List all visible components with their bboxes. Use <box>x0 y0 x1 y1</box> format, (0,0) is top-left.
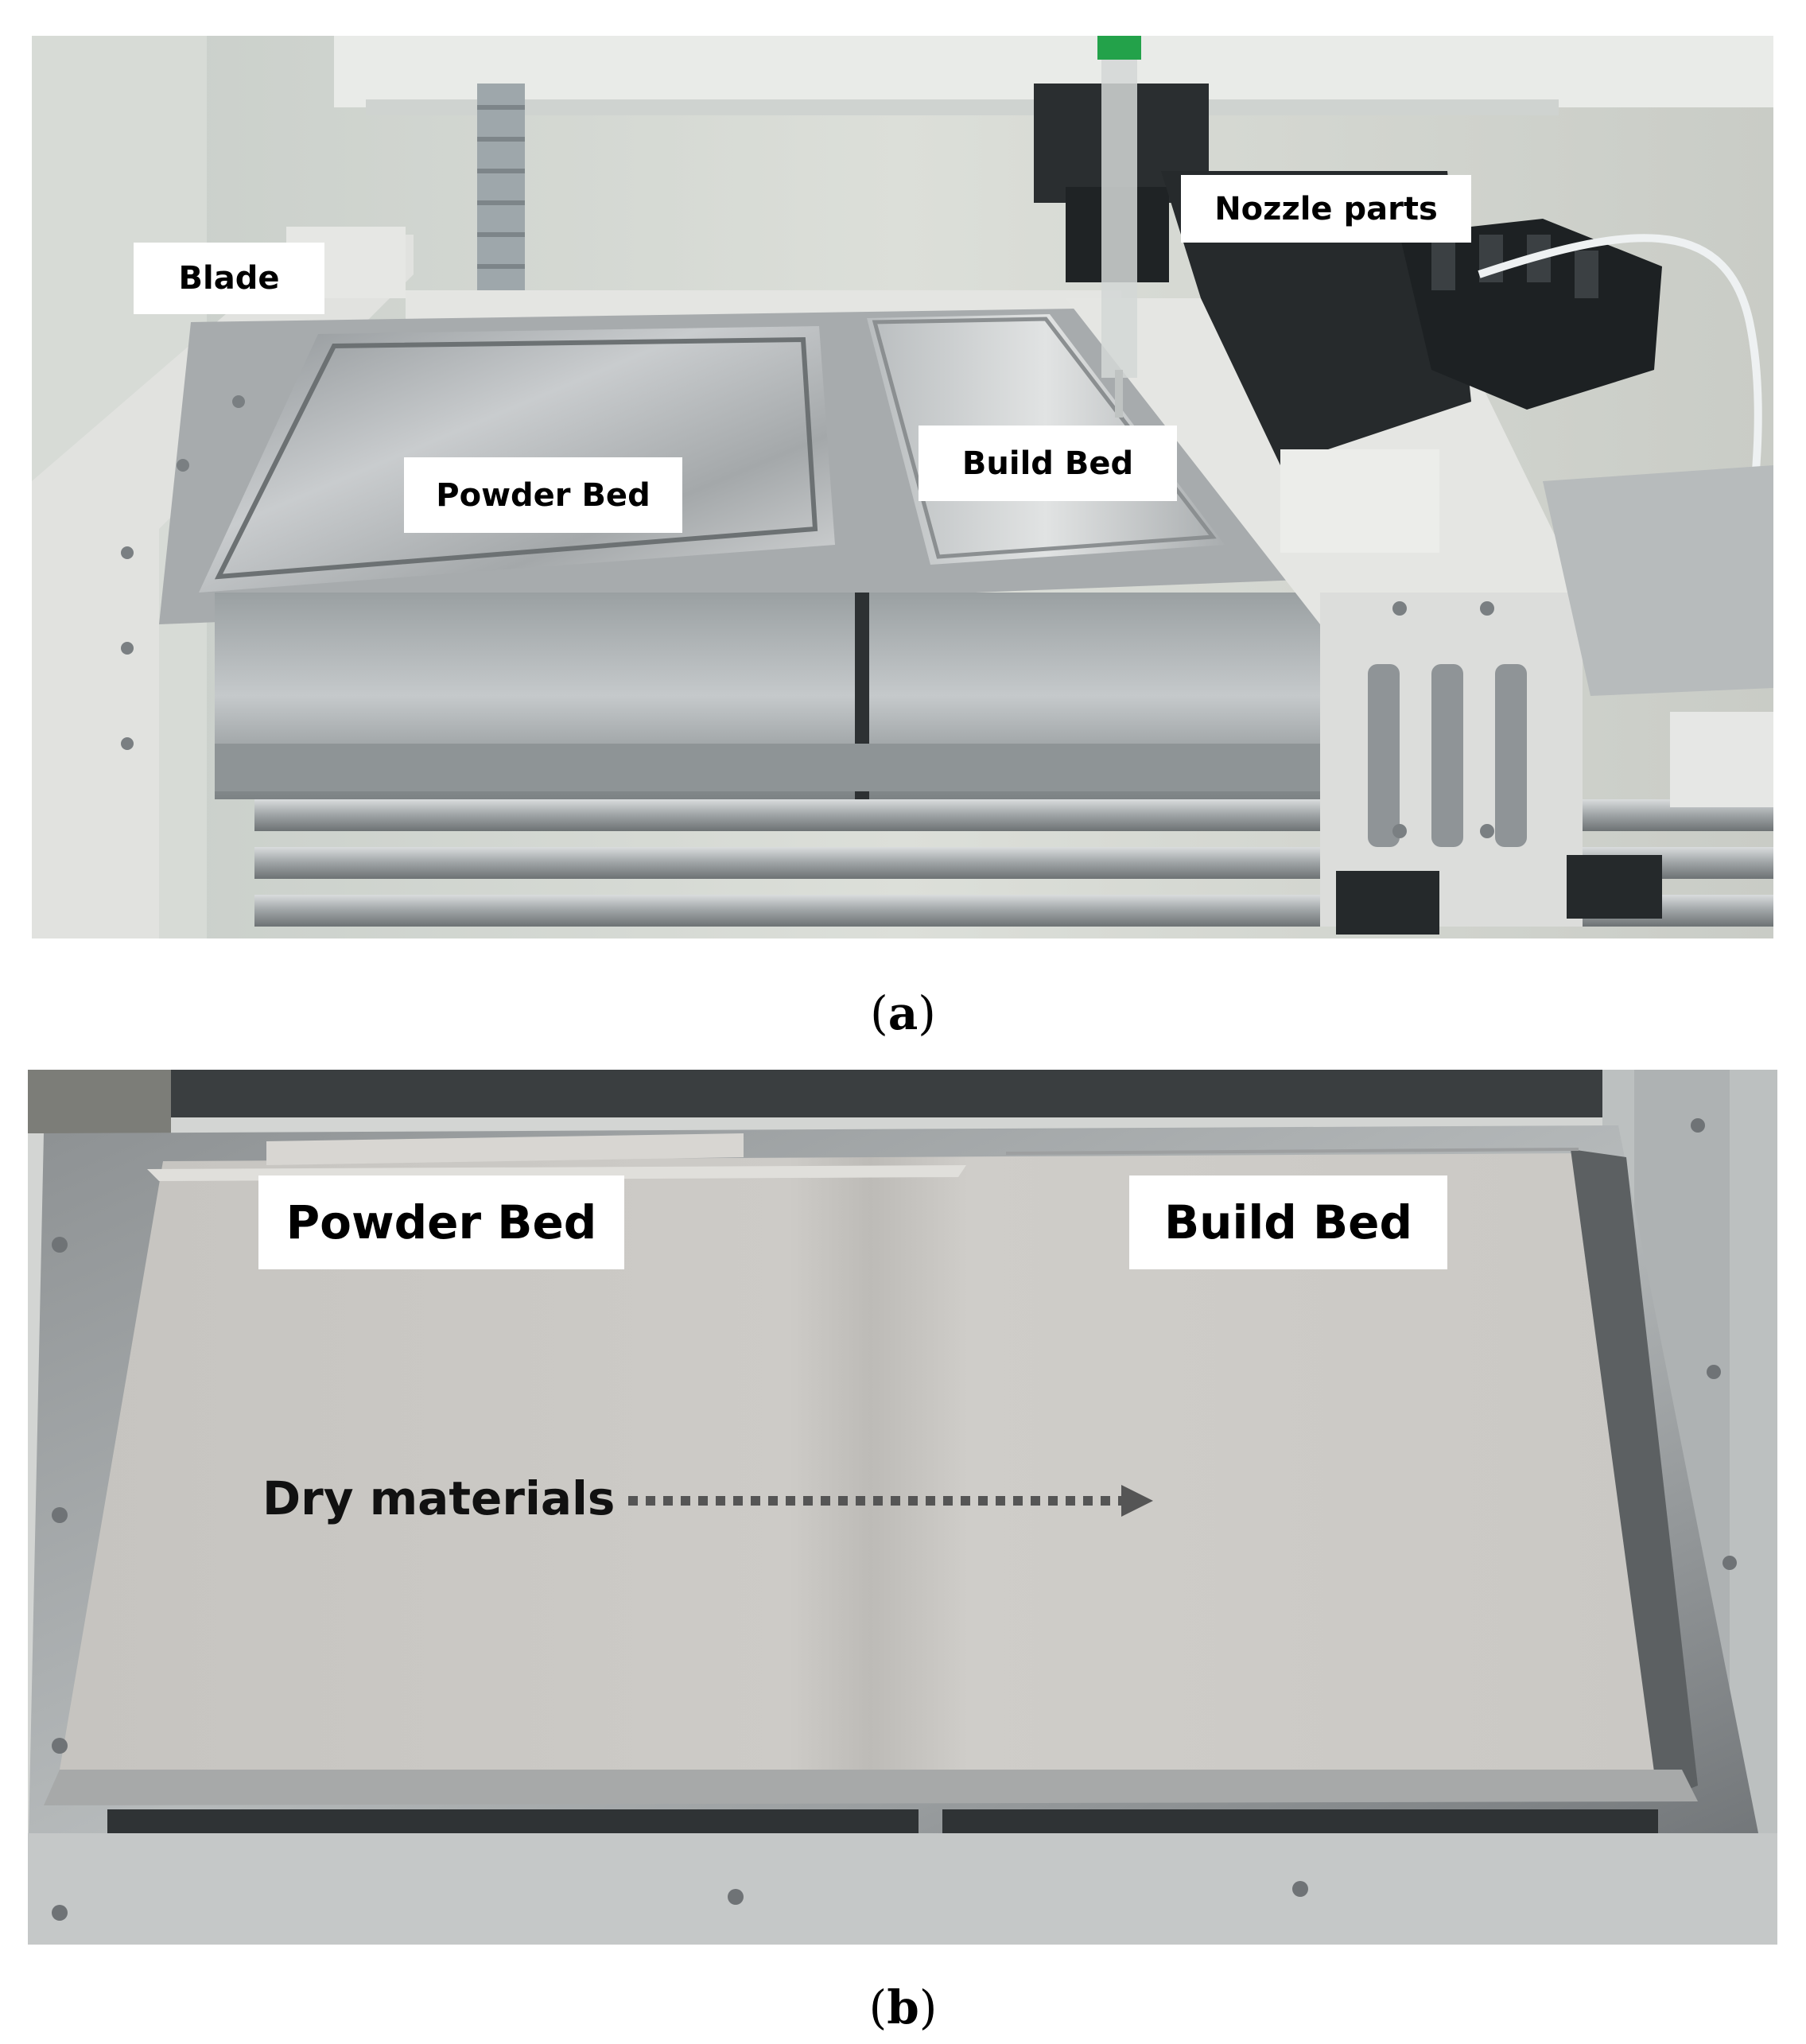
dry-materials-label: Dry materials <box>262 1471 615 1525</box>
powder-bed-photo-illustration <box>28 1070 1777 1945</box>
blade-label-text: Blade <box>178 260 280 297</box>
caption-a-open: ( <box>870 986 888 1040</box>
nozzle-parts-label: Nozzle parts <box>1181 175 1471 243</box>
build-bed-label-a: Build Bed <box>919 426 1177 501</box>
photo-panel-b: Powder Bed Build Bed Dry materials <box>28 1070 1777 1945</box>
caption-b: (b) <box>0 1980 1806 2034</box>
build-bed-label-b-text: Build Bed <box>1163 1195 1413 1249</box>
powder-bed-label-a: Powder Bed <box>404 457 682 533</box>
powder-bed-label-b: Powder Bed <box>258 1175 624 1269</box>
caption-a-letter: a <box>887 986 919 1040</box>
caption-b-open: ( <box>868 1980 887 2034</box>
build-bed-label-b: Build Bed <box>1129 1175 1447 1269</box>
caption-a: (a) <box>0 986 1806 1040</box>
build-bed-label-a-text: Build Bed <box>961 445 1134 482</box>
dry-materials-label-text: Dry materials <box>262 1471 616 1525</box>
printer-photo-illustration <box>32 36 1773 938</box>
powder-bed-label-b-text: Powder Bed <box>285 1195 597 1249</box>
caption-b-letter: b <box>887 1980 919 2034</box>
powder-bed-label-a-text: Powder Bed <box>436 476 651 514</box>
nozzle-parts-label-text: Nozzle parts <box>1214 190 1438 227</box>
caption-a-close: ) <box>918 986 936 1040</box>
photo-panel-a: Blade Nozzle parts Powder Bed Build Bed <box>32 36 1773 938</box>
caption-b-close: ) <box>919 1980 938 2034</box>
blade-label: Blade <box>134 243 324 314</box>
